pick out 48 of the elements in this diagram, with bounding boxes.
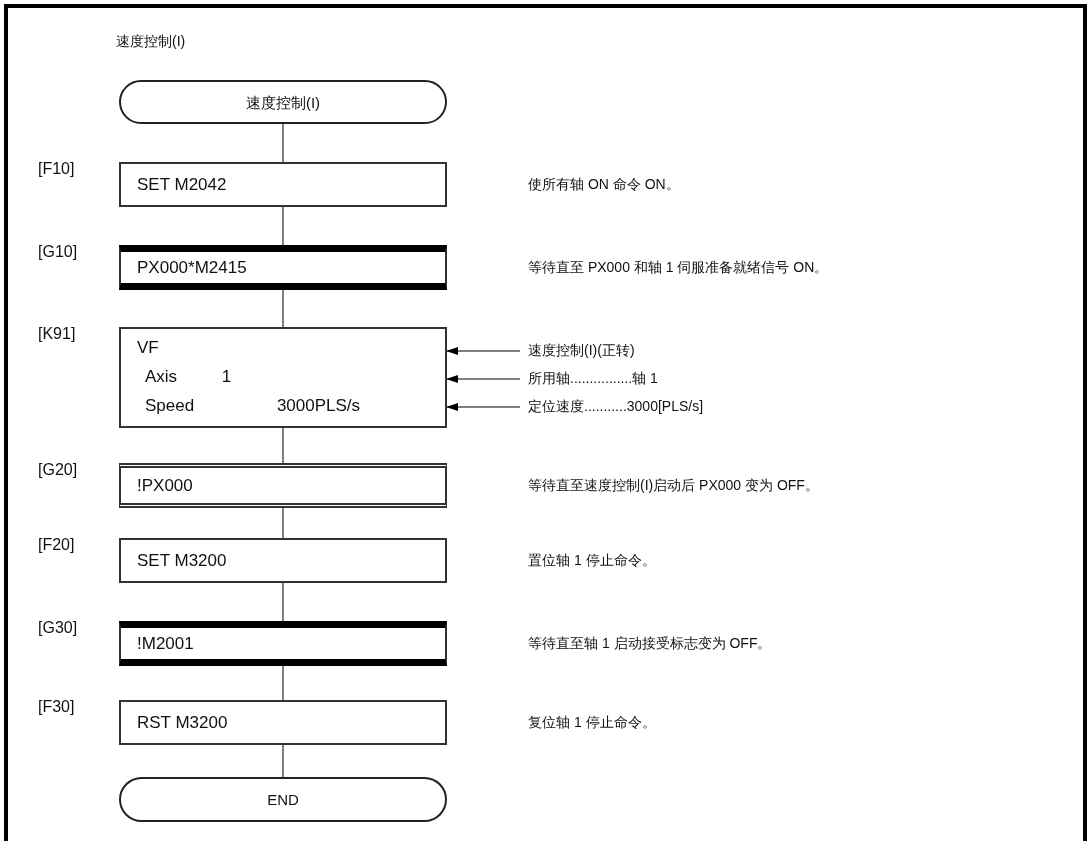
step-text: !M2001 xyxy=(136,633,194,655)
step-text: VF xyxy=(136,337,160,359)
connector-line xyxy=(282,123,284,163)
step-number: [F30] xyxy=(38,698,75,716)
terminal-shape xyxy=(119,80,447,124)
connector-line xyxy=(282,507,284,539)
annotation-text: 定位速度...........3000[PLS/s] xyxy=(528,397,748,417)
process-box xyxy=(119,700,447,745)
terminal-label: END xyxy=(267,790,299,810)
wait-box xyxy=(119,463,447,508)
connector-line xyxy=(282,582,284,622)
step-number: [G20] xyxy=(38,461,78,479)
process-box xyxy=(119,327,447,428)
wait-box xyxy=(119,621,447,666)
leader-arrow xyxy=(446,347,521,355)
leader-arrow xyxy=(446,403,521,411)
annotation-text: 所用轴................轴 1 xyxy=(528,369,728,389)
connector-line xyxy=(282,665,284,701)
connector-line xyxy=(282,427,284,464)
leader-arrow xyxy=(446,375,521,383)
step-text: Speed 3000PLS/s xyxy=(144,395,362,417)
diagram-title: 速度控制(I) xyxy=(116,33,186,51)
step-description: 置位轴 1 停止命令。 xyxy=(528,552,656,570)
process-box xyxy=(119,538,447,583)
connector-line xyxy=(282,744,284,778)
step-number: [F20] xyxy=(38,536,75,554)
terminal-label: 速度控制(I) xyxy=(245,92,321,113)
step-description: 等待直至速度控制(I)启动后 PX000 变为 OFF。 xyxy=(528,477,819,495)
step-text: !PX000 xyxy=(136,475,193,497)
step-text: PX000*M2415 xyxy=(136,257,247,279)
step-description: 等待直至 PX000 和轴 1 伺服准备就绪信号 ON。 xyxy=(528,259,829,277)
step-text: SET M2042 xyxy=(136,174,227,196)
terminal-shape xyxy=(119,777,447,822)
step-description: 等待直至轴 1 启动接受标志变为 OFF。 xyxy=(528,635,772,653)
process-box xyxy=(119,162,447,207)
step-text: SET M3200 xyxy=(136,550,227,572)
step-number: [G10] xyxy=(38,243,78,261)
connector-line xyxy=(282,206,284,246)
step-description: 使所有轴 ON 命令 ON。 xyxy=(528,176,680,194)
step-description: 复位轴 1 停止命令。 xyxy=(528,714,656,732)
step-number: [G30] xyxy=(38,619,78,637)
connector-line xyxy=(282,289,284,328)
wait-box xyxy=(119,245,447,290)
step-number: [K91] xyxy=(38,325,76,343)
step-text: RST M3200 xyxy=(136,712,228,734)
step-text: Axis 1 xyxy=(144,366,233,388)
annotation-text: 速度控制(I)(正转) xyxy=(528,341,728,361)
step-number: [F10] xyxy=(38,160,75,178)
